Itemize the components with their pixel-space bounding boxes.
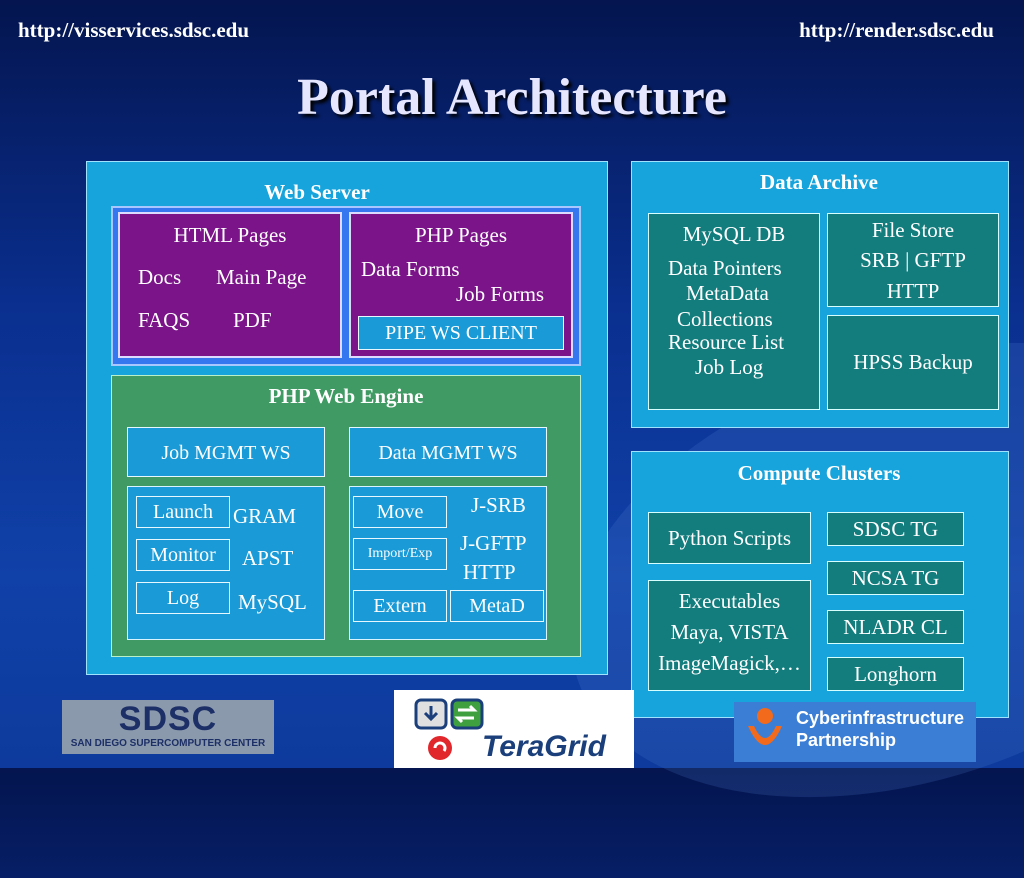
sdsc-tg-box: SDSC TG	[827, 512, 964, 546]
extern-box: Extern	[353, 590, 447, 622]
page-title: Portal Architecture	[297, 69, 727, 126]
data-archive-title: Data Archive	[759, 170, 878, 194]
data-mgmt-ws-box: Data MGMT WS	[349, 427, 547, 477]
monitor-box: Monitor	[136, 539, 230, 571]
partnership-person-icon	[748, 708, 782, 745]
python-scripts-label: Python Scripts	[667, 526, 792, 550]
move-box: Move	[353, 496, 447, 528]
imagemagick-label: ImageMagick,…	[658, 651, 801, 675]
executables-label: Executables	[678, 589, 781, 613]
compute-clusters-title: Compute Clusters	[737, 461, 901, 485]
pipe-ws-client-box: PIPE WS CLIENT	[358, 316, 564, 350]
j-gftp-label: J-GFTP	[460, 531, 527, 555]
log-box: Log	[136, 582, 230, 614]
sdsc-logo-text: SDSC	[118, 700, 218, 738]
file-store-title: File Store	[871, 218, 955, 242]
main-page-label: Main Page	[216, 265, 307, 289]
mysql-label: MySQL	[238, 590, 307, 614]
import-exp-box: Import/Exp	[353, 538, 447, 570]
teragrid-logo-text: TeraGrid	[482, 730, 606, 763]
web-server-title: Web Server	[264, 180, 370, 204]
metadata-label: MetaData	[686, 281, 769, 305]
launch-box: Launch	[136, 496, 230, 528]
job-log-label: Job Log	[695, 355, 764, 379]
job-mgmt-ws-box: Job MGMT WS	[127, 427, 325, 477]
file-store-http-label: HTTP	[886, 279, 940, 303]
php-web-engine-title: PHP Web Engine	[268, 384, 424, 408]
pdf-label: PDF	[233, 308, 272, 332]
html-pages-title: HTML Pages	[173, 223, 287, 247]
nladr-cl-box: NLADR CL	[827, 610, 964, 644]
cyberinfrastructure-logo: Cyberinfrastructure Partnership	[734, 702, 976, 762]
php-pages-title: PHP Pages	[415, 223, 507, 247]
html-pages-box	[118, 212, 342, 358]
url-right[interactable]: http://render.sdsc.edu	[799, 18, 994, 42]
url-left[interactable]: http://visservices.sdsc.edu	[18, 18, 249, 42]
resource-list-label: Resource List	[668, 330, 785, 354]
cyber-logo-line2: Partnership	[796, 730, 897, 750]
mysql-db-box	[648, 213, 820, 410]
longhorn-box: Longhorn	[827, 657, 964, 691]
sdsc-logo-subtext: SAN DIEGO SUPERCOMPUTER CENTER	[70, 738, 266, 749]
metad-box: MetaD	[450, 590, 544, 622]
ncsa-tg-box: NCSA TG	[827, 561, 964, 595]
cyber-logo-line1: Cyberinfrastructure	[796, 708, 965, 728]
docs-label: Docs	[138, 265, 182, 289]
teragrid-icon	[414, 698, 484, 760]
http-label: HTTP	[463, 560, 516, 584]
executables-box	[648, 580, 811, 691]
hpss-backup-box	[827, 315, 999, 410]
teragrid-logo: TeraGrid	[394, 690, 634, 768]
file-store-box	[827, 213, 999, 307]
srb-gftp-label: SRB | GFTP	[860, 248, 966, 272]
data-pointers-label: Data Pointers	[668, 256, 782, 280]
mysql-db-title: MySQL DB	[682, 222, 786, 246]
collections-label: Collections	[677, 307, 773, 331]
j-srb-label: J-SRB	[471, 493, 526, 517]
job-forms-label: Job Forms	[456, 282, 545, 306]
python-scripts-box	[648, 512, 811, 564]
maya-vista-label: Maya, VISTA	[670, 620, 789, 644]
data-forms-label: Data Forms	[361, 257, 460, 281]
hpss-backup-label: HPSS Backup	[853, 350, 973, 374]
apst-label: APST	[242, 546, 294, 570]
sdsc-logo: SDSC SAN DIEGO SUPERCOMPUTER CENTER	[62, 700, 274, 754]
gram-label: GRAM	[233, 504, 297, 528]
faqs-label: FAQS	[138, 308, 191, 332]
